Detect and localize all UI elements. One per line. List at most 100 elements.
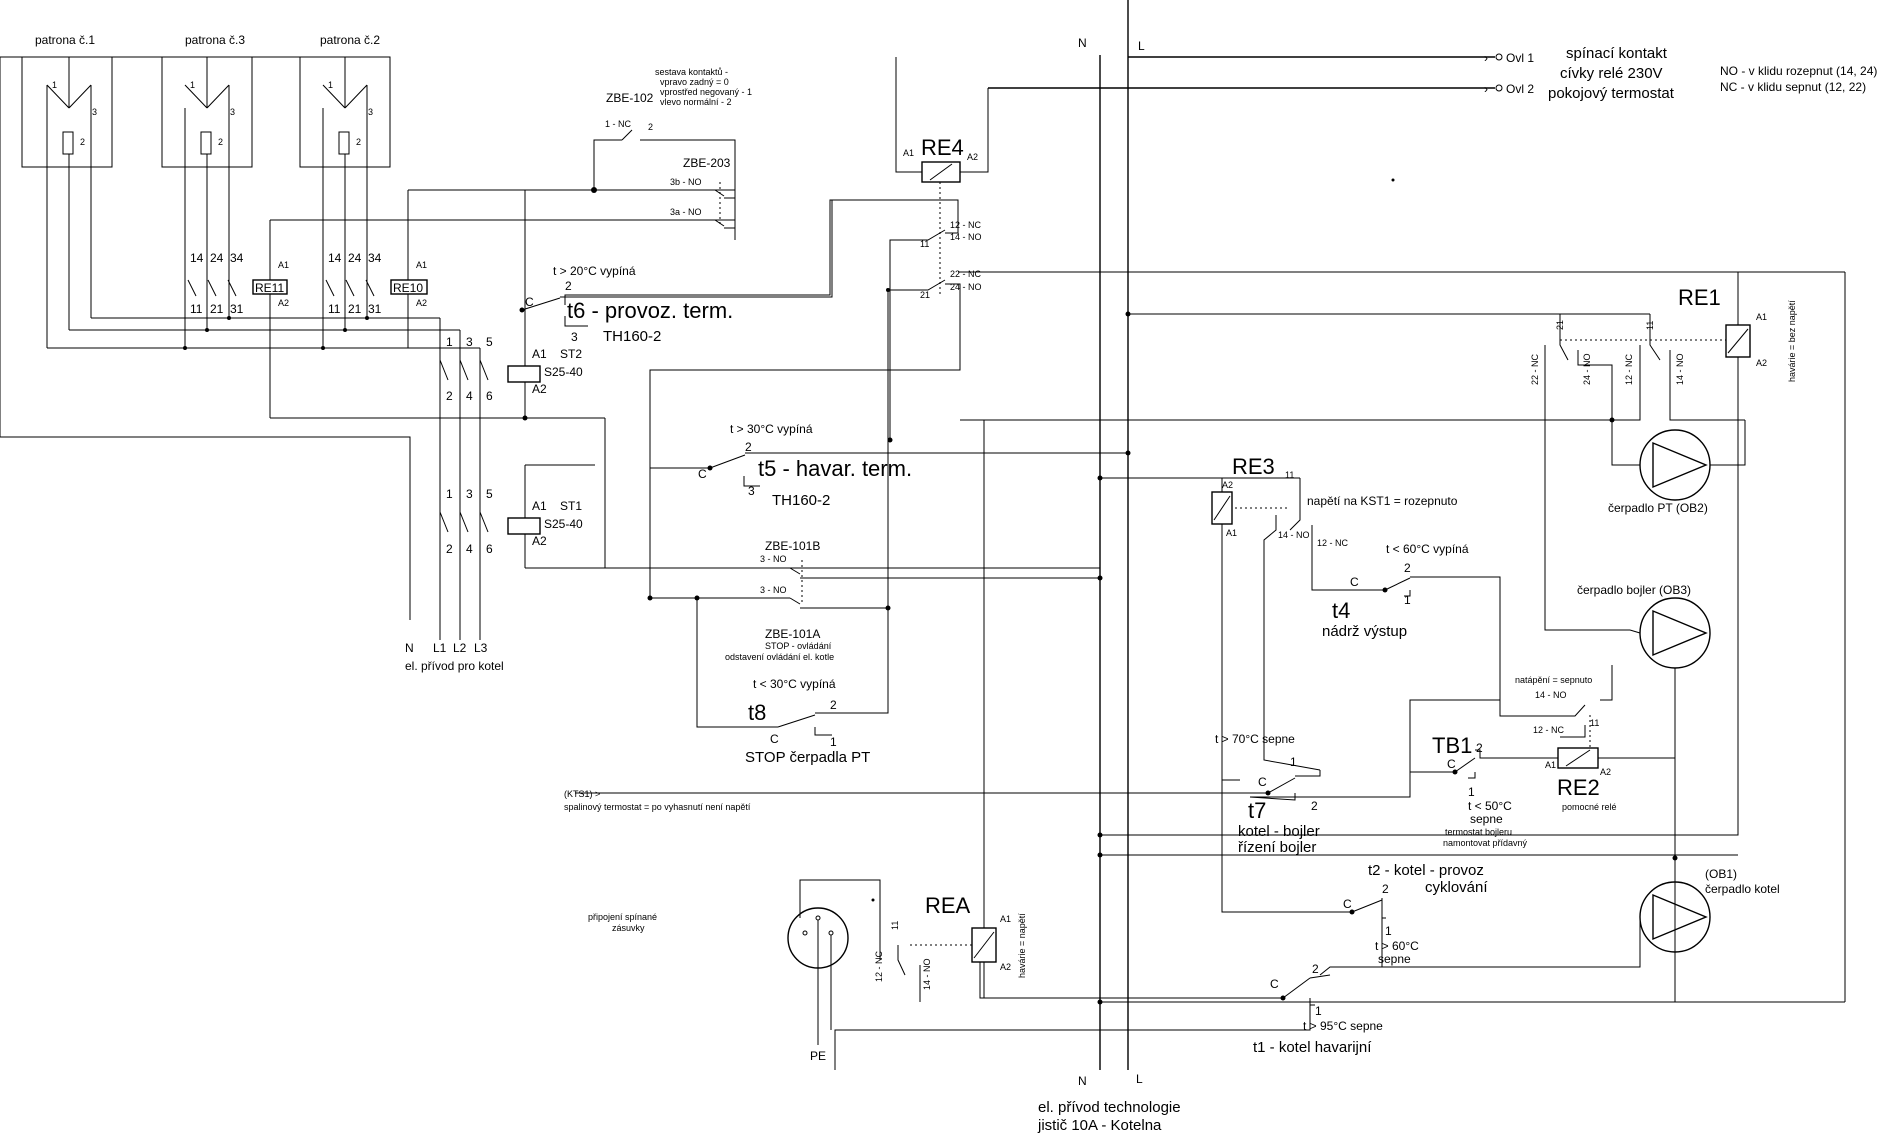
boiler-supply-caption: el. přívod pro kotel <box>405 659 504 673</box>
tb1-c: C <box>1447 757 1456 771</box>
svg-text:3: 3 <box>368 107 373 117</box>
pump-ob2-label: čerpadlo PT (OB2) <box>1608 501 1708 515</box>
t1-thermostat: C 2 1 t > 95°C sepne t1 - kotel havarijn… <box>834 950 1383 1070</box>
kts1-label: (KTS1) > <box>564 789 600 799</box>
rea-a1: A1 <box>1000 914 1011 924</box>
pump-ob1-line2: čerpadlo kotel <box>1705 882 1780 896</box>
svg-text:2: 2 <box>356 137 361 147</box>
re10-label: RE10 <box>393 281 423 295</box>
st1-pole-5: 5 <box>486 487 493 501</box>
t1-pin2: 2 <box>1312 962 1319 976</box>
zbe101a-label: ZBE-101A <box>765 627 820 641</box>
t7-thermostat: t > 70°C sepne 1 C 2 t7 kotel - bojler ř… <box>564 732 1321 856</box>
ovl2-label: Ovl 2 <box>1506 82 1534 96</box>
re1-c24no: 24 - NO <box>1582 353 1592 385</box>
rea-c11: 11 <box>890 921 900 930</box>
t7-cap2: řízení bojler <box>1238 839 1316 856</box>
boiler-supply-l1: L1 <box>433 641 447 655</box>
t5-c: C <box>698 467 707 481</box>
re11-contact-14: 14 <box>190 251 204 265</box>
rea-label: REA <box>925 893 971 918</box>
tb1-label: TB1 <box>1432 733 1472 758</box>
pump-ob2-icon <box>1639 429 1711 501</box>
st2-pole-6: 6 <box>486 389 493 403</box>
re4-a2: A2 <box>967 152 978 162</box>
re4-c11: 11 <box>920 239 929 249</box>
re10-contact-24: 24 <box>348 251 362 265</box>
st1-label: ST1 <box>560 499 582 513</box>
stop-line2: odstavení ovládání el. kotle <box>725 652 834 662</box>
contact-set-line2: vpravo zadný = 0 <box>660 77 729 87</box>
pump-ob3-label: čerpadlo bojler (OB3) <box>1577 583 1691 597</box>
t1-name: t1 - kotel havarijní <box>1253 1039 1372 1056</box>
t4-pin1: 1 <box>1404 593 1411 607</box>
t8-caption: STOP čerpadla PT <box>745 749 870 766</box>
t1-condition: t > 95°C sepne <box>1303 1019 1383 1033</box>
heater1-label: patrona č.1 <box>35 33 95 47</box>
t8-pin2: 2 <box>830 698 837 712</box>
supply-caption-line2: jistič 10A - Kotelna <box>1037 1117 1162 1134</box>
tb1-cond2: sepne <box>1470 812 1503 826</box>
flue-desc: spalinový termostat = po vyhasnutí není … <box>564 802 751 812</box>
supply-caption-line1: el. přívod technologie <box>1038 1099 1181 1116</box>
re1-a2: A2 <box>1756 358 1767 368</box>
svg-text:2: 2 <box>80 137 85 147</box>
tb1-cond1: t < 50°C <box>1468 799 1512 813</box>
re4-label: RE4 <box>921 135 964 160</box>
t1-pin1: 1 <box>1315 1004 1322 1018</box>
st2-pole-3: 3 <box>466 335 473 349</box>
t8-thermostat: t < 30°C vypíná t8 2 C 1 STOP čerpadla P… <box>696 598 889 766</box>
re2-relay: natápění = sepnuto 14 - NO 12 - NC 11 A1… <box>1250 665 1675 848</box>
re10-contact-31: 31 <box>368 302 382 316</box>
arrow-glyph: › <box>1484 51 1488 65</box>
re10-contact-34: 34 <box>368 251 382 265</box>
re4-relay: RE4 A1 A2 12 - NC 14 - NO 11 22 - NC 24 … <box>564 57 1845 608</box>
socket-caption-line1: připojení spínané <box>588 912 657 922</box>
re11-label: RE11 <box>255 281 284 295</box>
tb1-note1: termostat bojleru <box>1445 827 1512 837</box>
re2-c14no: 14 - NO <box>1535 690 1567 700</box>
mains-n-bottom-label: N <box>1078 1074 1087 1088</box>
t2-cond2: sepne <box>1378 952 1411 966</box>
st1-pole-6: 6 <box>486 542 493 556</box>
t2-thermostat: t2 - kotel - provoz cyklování 2 C 1 t > … <box>1221 780 1488 967</box>
t5-type: TH160-2 <box>772 492 830 509</box>
t6-type: TH160-2 <box>603 328 661 345</box>
t6-name: t6 - provoz. term. <box>567 298 733 323</box>
re4-a1: A1 <box>903 148 914 158</box>
re10-contact-21: 21 <box>348 302 362 316</box>
heater-elements: patrona č.1 132 patrona č.3 132 patrona … <box>0 33 480 620</box>
st1-a1: A1 <box>532 499 547 513</box>
heater3-label: patrona č.3 <box>185 33 245 47</box>
zbe203-label: ZBE-203 <box>683 156 731 170</box>
t6-c: C <box>525 295 534 309</box>
t6-thermostat: t > 20°C vypíná 2 C t6 - provoz. term. 3… <box>519 200 833 345</box>
boiler-supply-l2: L2 <box>453 641 467 655</box>
re1-c14no: 14 - NO <box>1675 353 1685 385</box>
re3-c14no: 14 - NO <box>1278 530 1310 540</box>
re4-c12nc: 12 - NC <box>950 220 982 230</box>
t4-name: t4 <box>1332 598 1350 623</box>
t7-pin2: 2 <box>1311 799 1318 813</box>
re1-c12nc: 12 - NC <box>1624 353 1634 385</box>
zbe101b-c3no: 3 - NO <box>760 554 787 564</box>
t2-name2: cyklování <box>1425 879 1488 896</box>
t5-pin2: 2 <box>745 440 752 454</box>
zbe101a-c3no: 3 - NO <box>760 585 787 595</box>
zbe203-c3ano: 3a - NO <box>670 207 702 217</box>
re3-c12nc: 12 - NC <box>1317 538 1349 548</box>
st1-a2: A2 <box>532 534 547 548</box>
st2-type: S25-40 <box>544 365 583 379</box>
st2-a2: A2 <box>532 382 547 396</box>
re2-note: natápění = sepnuto <box>1515 675 1592 685</box>
pump-ob1-line1: (OB1) <box>1705 867 1737 881</box>
re11-contact-11: 11 <box>190 302 203 316</box>
nc-note: NC - v klidu sepnut (12, 22) <box>1720 80 1866 94</box>
st2-pole-4: 4 <box>466 389 473 403</box>
room-thermostat-outputs: › › Ovl 1 Ovl 2 spínací kontakt cívky re… <box>988 45 1877 102</box>
re4-c24no: 24 - NO <box>950 282 982 292</box>
mains-bus: N L N L el. přívod technologie jistič 10… <box>1037 0 1181 1134</box>
zbe101b-label: ZBE-101B <box>765 539 820 553</box>
re1-c22nc: 22 - NC <box>1530 353 1540 385</box>
t7-condition: t > 70°C sepne <box>1215 732 1295 746</box>
